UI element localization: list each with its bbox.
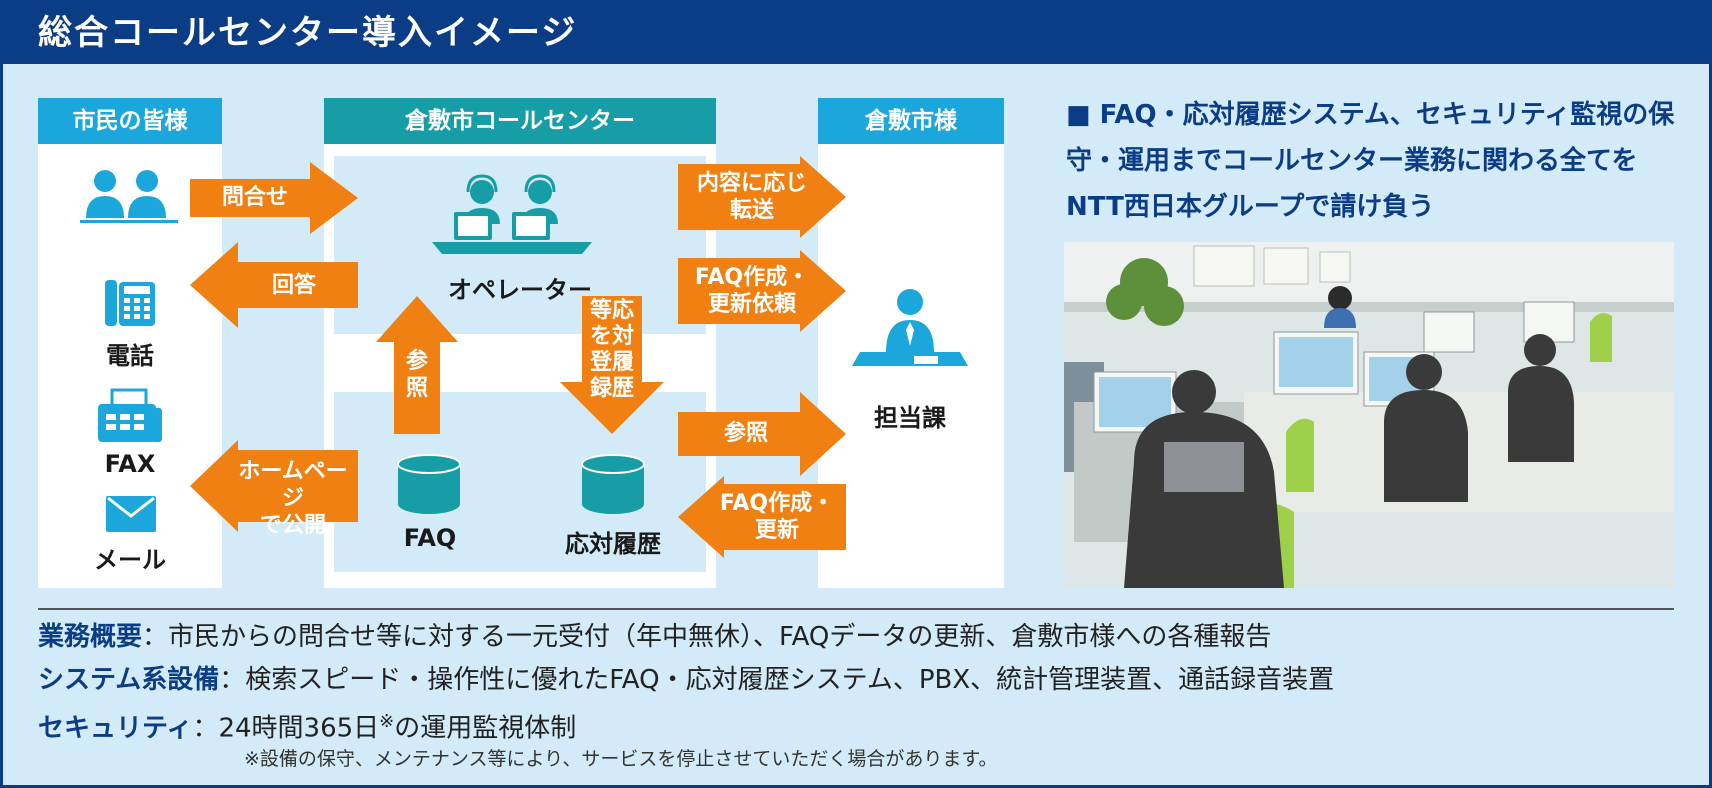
call-center-photo [1064, 242, 1674, 588]
inquiry-arrow-label: 問合せ [221, 185, 288, 210]
overview-label: 業務概要 [38, 622, 143, 652]
overview-text: ：市民からの問合せ等に対する一元受付（年中無休）、FAQデータの更新、倉敷市様へ… [142, 622, 1272, 652]
register-history-arrow-label: 等応 を対 登履 録歴 [589, 298, 634, 401]
refer-up-arrow-label: 参 照 [405, 349, 428, 401]
overview-line: 業務概要：市民からの問合せ等に対する一元受付（年中無休）、FAQデータの更新、倉… [38, 617, 1271, 657]
transfer-arrow: 内容に応じ 転送 [678, 156, 846, 238]
department-label: 担当課 [874, 404, 946, 432]
publish-arrow-label: ホームページ で公開 [238, 459, 348, 538]
history-database-label: 応対履歴 [565, 530, 661, 558]
mail-label: メール [94, 546, 166, 574]
citizens-people-icon [78, 164, 180, 230]
security-line: セキュリティ：24時間365日※の運用監視体制 [38, 702, 576, 749]
security-mark: ※ [379, 711, 395, 732]
system-line: システム系設備：検索スピード・操作性に優れたFAQ・応対履歴システム、PBX、統… [38, 660, 1334, 700]
inquiry-arrow: 問合せ [190, 162, 358, 234]
history-database-icon [580, 454, 646, 520]
refer-up-arrow: 参 照 [376, 296, 458, 434]
answer-arrow-label: 回答 [271, 273, 316, 298]
register-history-arrow: 等応 を対 登履 録歴 [560, 296, 664, 434]
operator-icon [432, 172, 592, 258]
fax-icon [96, 388, 164, 448]
faq-database-icon [396, 454, 462, 520]
page-title: 総合コールセンター導入イメージ [38, 13, 578, 53]
department-staff-icon [850, 286, 970, 382]
citizens-header: 市民の皆様 [38, 98, 222, 144]
refer-right-arrow: 参照 [678, 392, 846, 476]
city-header: 倉敷市様 [818, 98, 1004, 144]
phone-label: 電話 [106, 342, 154, 370]
faq-database-label: FAQ [403, 524, 457, 552]
publish-arrow: ホームページ で公開 [190, 440, 358, 538]
faq-update-arrow: FAQ作成・ 更新 [678, 476, 846, 558]
faq-request-arrow: FAQ作成・ 更新依頼 [678, 250, 846, 332]
answer-arrow: 回答 [190, 242, 358, 328]
security-text-b: の運用監視体制 [394, 713, 577, 744]
system-text: ：検索スピード・操作性に優れたFAQ・応対履歴システム、PBX、統計管理装置、通… [219, 665, 1335, 695]
center-header: 倉敷市コールセンター [324, 98, 716, 144]
footnote: ※設備の保守、メンテナンス等により、サービスを停止させていただく場合があります。 [244, 748, 998, 770]
system-label: システム系設備 [38, 665, 220, 695]
faq-update-arrow-label: FAQ作成・ 更新 [719, 491, 835, 543]
operator-label: オペレーター [448, 276, 592, 304]
phone-icon [103, 276, 157, 334]
faq-request-arrow-label: FAQ作成・ 更新依頼 [694, 265, 810, 317]
transfer-arrow-label: 内容に応じ 転送 [696, 171, 807, 223]
fax-label: FAX [104, 450, 156, 478]
security-label: セキュリティ [38, 713, 193, 744]
divider [38, 608, 1674, 610]
mail-icon [106, 496, 156, 536]
headline-text: ■ FAQ・応対履歴システム、セキュリティ監視の保守・運用までコールセンター業務… [1066, 100, 1675, 222]
security-text-a: ：24時間365日 [192, 713, 380, 744]
refer-right-arrow-label: 参照 [723, 421, 768, 446]
